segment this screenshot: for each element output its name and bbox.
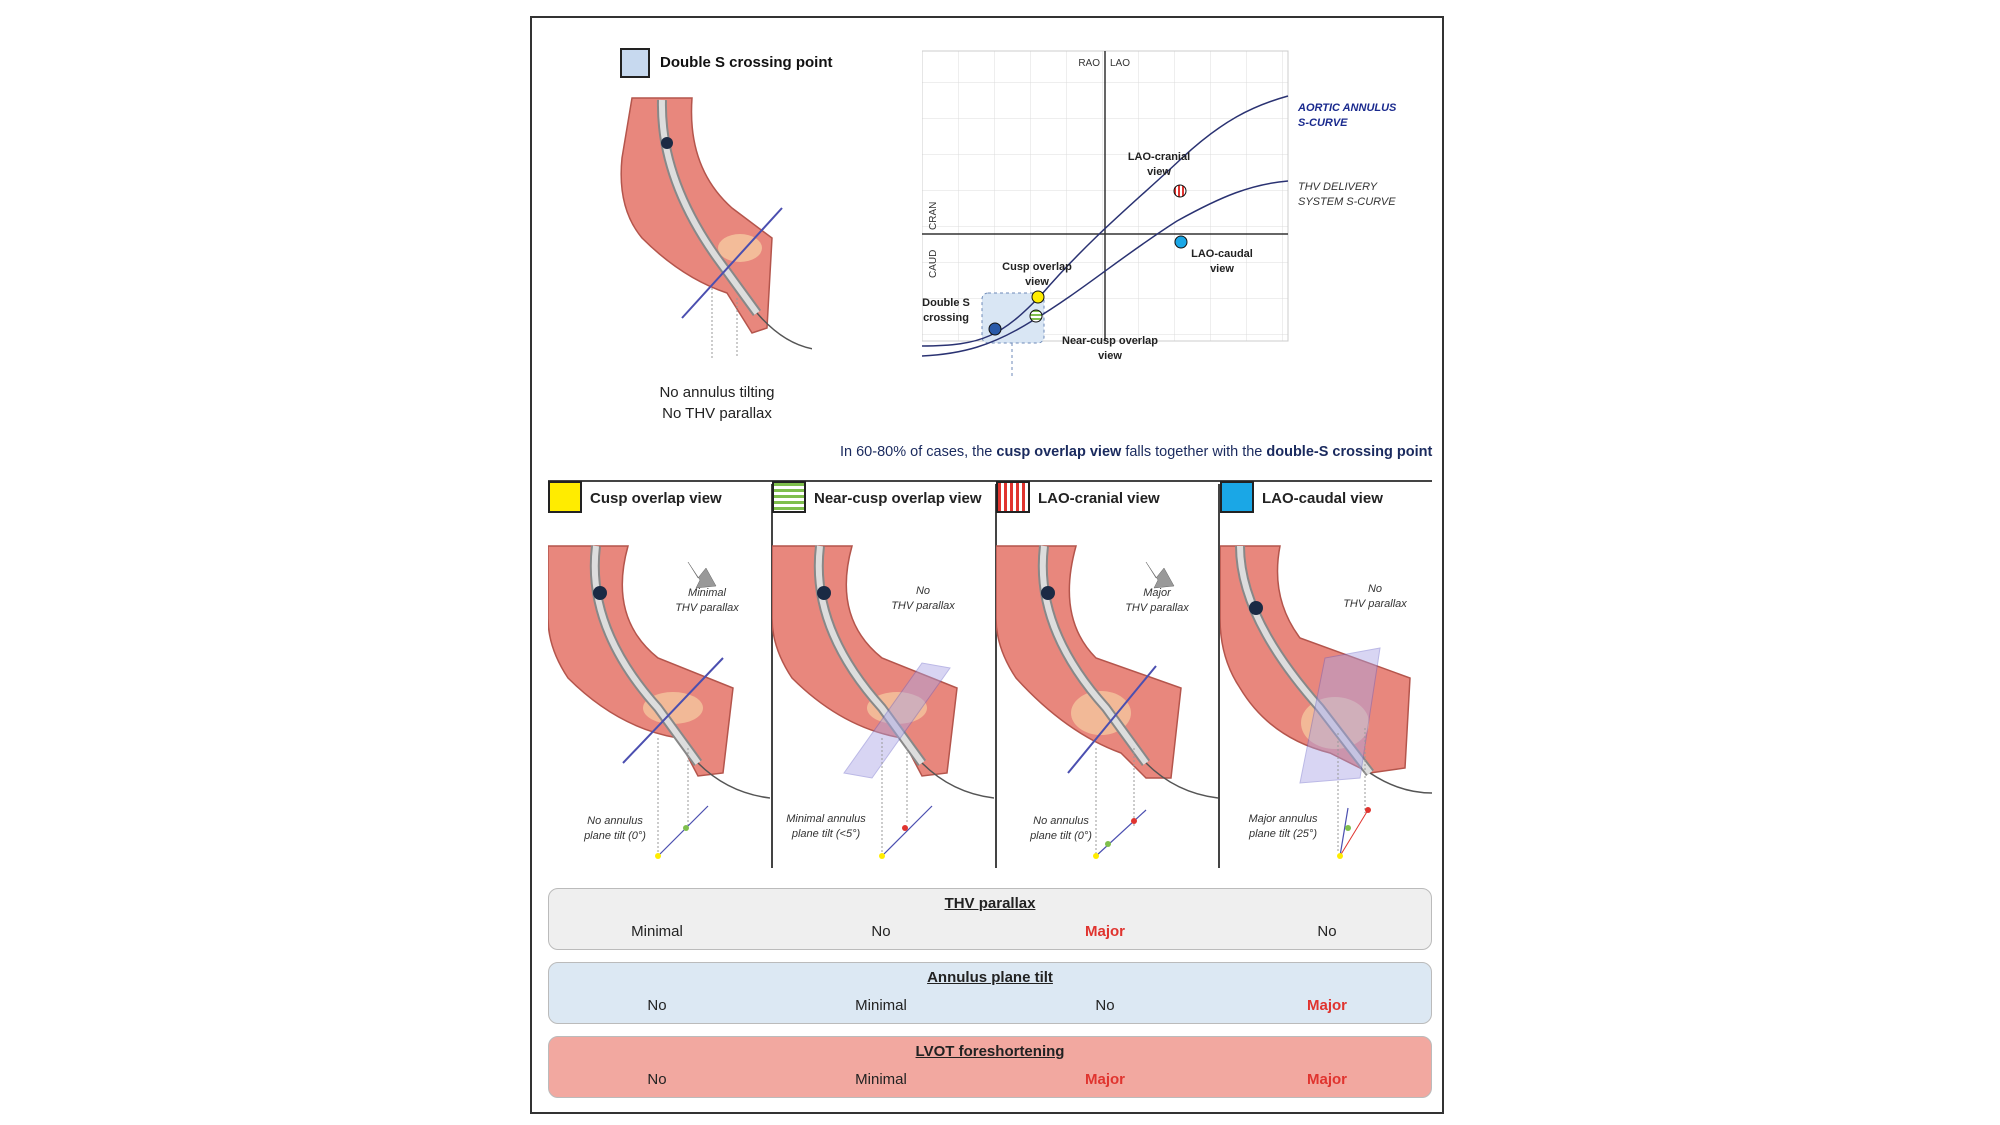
panel-illustration-near-cusp [772,545,994,859]
note-bold-2: double-S crossing point [1266,444,1433,460]
parallax-text-2-a: No [915,585,931,597]
double-s-legend-label: Double S crossing point [660,54,833,71]
panel-parallax-cusp-overlap: Minimal THV parallax [662,586,752,616]
cell-thv-parallax-2: No [871,923,891,940]
panel-tilt-lao-cranial: No annulus plane tilt (0°) [1016,814,1106,844]
label-aortic-curve-1: AORTIC ANNULUS [1297,102,1397,114]
parallax-text-3-b: THV parallax [1125,602,1189,614]
row-title-lvot-foreshortening: LVOT foreshortening [915,1043,1065,1060]
row-annulus-plane-tilt: Annulus plane tilt No Minimal No Major [548,962,1432,1024]
lao-cranial-swatch [996,481,1030,513]
panel-illustration-lao-caudal [1220,545,1432,859]
note-bold-1: cusp overlap view [996,444,1122,460]
cell-annulus-tilt-4: Major [1306,997,1347,1014]
row-thv-parallax: THV parallax Minimal No Major No [548,888,1432,950]
parallax-text-1-a: Minimal [688,587,726,599]
parallax-text-4-a: No [1367,583,1383,595]
label-lao-cranial-1: LAO-cranial [1128,151,1190,163]
cusp-overlap-swatch [548,481,582,513]
cell-annulus-tilt-2: Minimal [855,997,907,1014]
cell-thv-parallax-3: Major [1084,923,1125,940]
near-cusp-point [1029,309,1043,323]
label-lao-caudal-1: LAO-caudal [1191,248,1253,260]
thv-delivery-s-curve [922,180,1289,357]
cell-lvot-2: Minimal [855,1071,907,1088]
cell-annulus-tilt-3: No [1095,997,1115,1014]
row-title-annulus-plane-tilt: Annulus plane tilt [927,969,1053,986]
tilt-text-2-b: plane tilt (<5°) [791,828,861,840]
label-double-s-2: crossing [923,312,969,324]
parallax-text-1-b: THV parallax [675,602,739,614]
lao-caudal-point [1174,235,1188,249]
axis-label-lao: LAO [1110,58,1130,69]
figure-frame: Double S crossing point No annulus tilti… [530,16,1444,1114]
row-title-thv-parallax: THV parallax [944,895,1036,912]
panel-tilt-cusp-overlap: No annulus plane tilt (0°) [570,814,660,844]
label-cusp-overlap-2: view [1025,276,1049,288]
label-lao-cranial-2: view [1147,166,1171,178]
panel-title-cusp-overlap: Cusp overlap view [590,490,722,507]
row-lvot-foreshortening: LVOT foreshortening No Minimal Major Maj… [548,1036,1432,1098]
axis-label-cran: CRAN [928,202,939,230]
panel-illustration-lao-cranial [996,545,1218,859]
tilt-text-4-b: plane tilt (25°) [1249,828,1317,840]
tilt-text-3-a: No annulus [1033,815,1089,827]
parallax-text-4-b: THV parallax [1343,598,1407,610]
panel-title-lao-caudal: LAO-caudal view [1262,490,1383,507]
top-left-caption: No annulus tilting No THV parallax [622,382,812,424]
label-double-s-1: Double S [922,297,970,309]
panel-tilt-lao-caudal: Major annulus plane tilt (25°) [1238,812,1328,842]
parallax-text-3-a: Major [1143,587,1171,599]
label-near-cusp-2: view [1098,350,1122,362]
cell-thv-parallax-1: Minimal [631,923,683,940]
near-cusp-swatch [772,481,806,513]
label-aortic-curve-2: S-CURVE [1298,117,1348,129]
parallax-text-2-b: THV parallax [891,600,955,612]
panel-separator-1 [771,484,773,868]
axis-label-rao: RAO [1078,58,1100,69]
caption-line-2: No THV parallax [662,405,772,422]
double-s-legend-swatch [620,48,650,78]
label-lao-caudal-2: view [1210,263,1234,275]
label-cusp-overlap-1: Cusp overlap [1002,261,1072,273]
panel-parallax-near-cusp: No THV parallax [878,584,968,614]
panel-separator-2 [995,484,997,868]
note-middle: falls together with the [1121,444,1267,460]
cusp-overlap-note: In 60-80% of cases, the cusp overlap vie… [840,444,1432,460]
panel-top-rule [548,480,1432,482]
cell-lvot-4: Major [1306,1071,1347,1088]
cell-annulus-tilt-1: No [647,997,667,1014]
note-prefix: In 60-80% of cases, the [840,444,997,460]
lao-cranial-point [1173,184,1187,198]
tilt-text-1-a: No annulus [587,815,643,827]
panel-title-near-cusp: Near-cusp overlap view [814,490,982,507]
panel-illustration-cusp-overlap [548,545,770,859]
cusp-overlap-point [1031,290,1045,304]
panel-parallax-lao-cranial: Major THV parallax [1112,586,1202,616]
double-s-crossing-point [988,322,1002,336]
tilt-text-4-a: Major annulus [1248,813,1318,825]
cell-lvot-3: Major [1084,1071,1125,1088]
caption-line-1: No annulus tilting [659,384,775,401]
cell-lvot-1: No [647,1071,667,1088]
label-thv-curve-1: THV DELIVERY [1298,181,1378,193]
panel-title-lao-cranial: LAO-cranial view [1038,490,1160,507]
lao-caudal-swatch [1220,481,1254,513]
cell-thv-parallax-4: No [1317,923,1337,940]
label-near-cusp-1: Near-cusp overlap [1062,335,1158,347]
s-curve-chart: RAO LAO CRAN CAUD LAO-cranial view LAO-c… [922,50,1397,376]
label-thv-curve-2: SYSTEM S-CURVE [1298,196,1396,208]
panel-parallax-lao-caudal: No THV parallax [1330,582,1420,612]
tilt-text-2-a: Minimal annulus [786,813,866,825]
top-vessel-illustration [620,97,812,358]
tilt-text-3-b: plane tilt (0°) [1030,830,1092,842]
panel-separator-3 [1218,484,1220,868]
panel-tilt-near-cusp: Minimal annulus plane tilt (<5°) [776,812,876,842]
tilt-text-1-b: plane tilt (0°) [584,830,646,842]
axis-label-caud: CAUD [928,250,939,278]
